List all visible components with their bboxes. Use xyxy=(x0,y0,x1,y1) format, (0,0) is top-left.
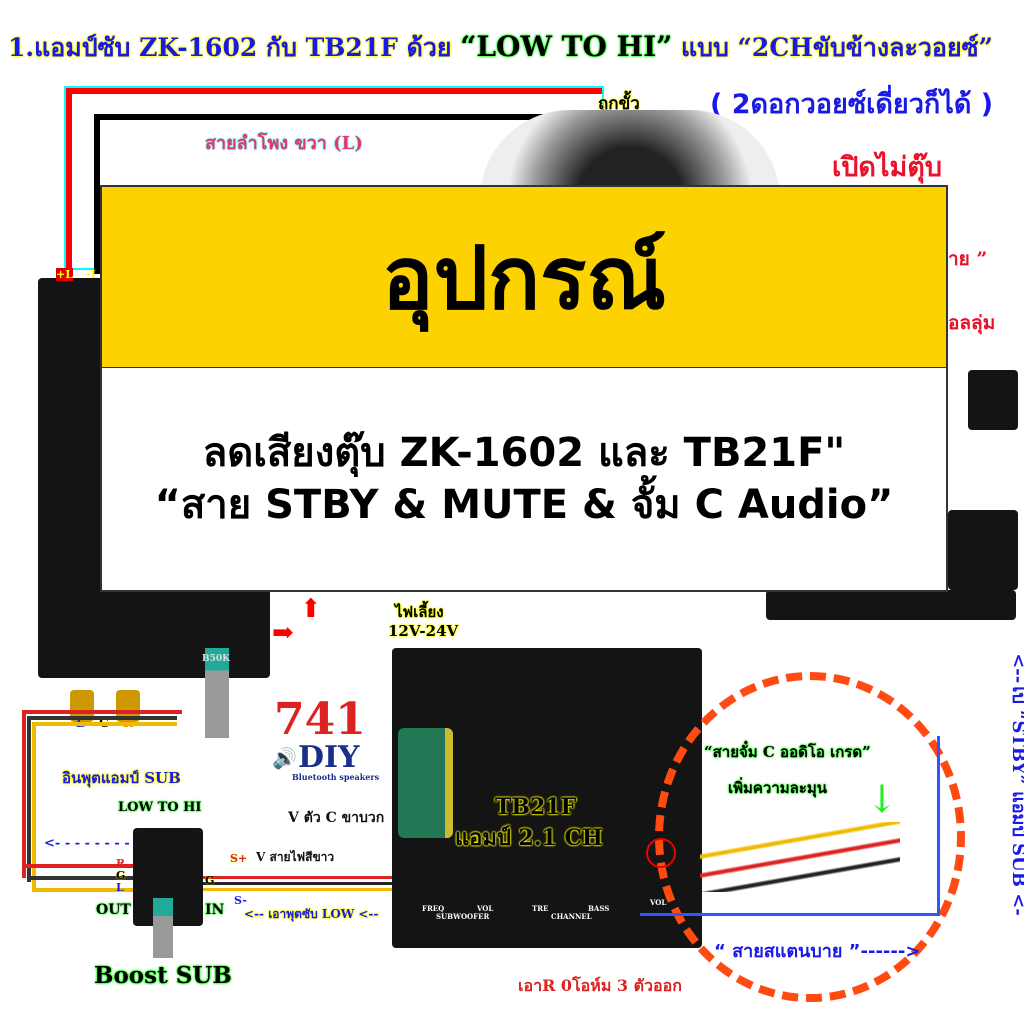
b50k-label: B50K xyxy=(202,654,230,664)
g-wire xyxy=(27,876,134,880)
port-freq: FREQ xyxy=(422,904,445,913)
r-wire xyxy=(22,864,134,868)
input-wire-yellow xyxy=(32,722,177,890)
s-plus-wire xyxy=(203,876,393,879)
sub-input-label: อินพุตแอมป์ SUB xyxy=(62,769,181,787)
overlay-title-box: อุปกรณ์ xyxy=(100,185,948,369)
sub-low-out-label: <-- เอาพุตซับ LOW <-- xyxy=(244,907,379,921)
partial-label-2: อลลุ่ม xyxy=(948,312,996,334)
resistor-circle xyxy=(646,838,676,868)
cap-cable-title: “สายจั๋ม C ออดิโอ เกรด” xyxy=(704,743,871,761)
partial-label-1: าย ” xyxy=(948,248,988,270)
bulk-capacitor xyxy=(398,728,453,838)
overlay-line-2: “สาย STBY & MUTE & จั้ม C Audio” xyxy=(154,482,894,528)
resistor-note: เอาR 0โอห์ม 3 ตัวออก xyxy=(518,976,682,995)
white-wire-label: V สายไฟสีขาว xyxy=(256,850,335,864)
cap-cable-image xyxy=(700,822,900,892)
tb21f-desc: แอมป์ 2.1 CH xyxy=(455,825,603,851)
standby-label: “ สายสแตนบาย ”------> xyxy=(714,941,921,962)
arrow-up-icon: ⬆ xyxy=(300,594,322,624)
title-highlight: “LOW TO HI” xyxy=(460,30,673,63)
power-voltage: 12V-24V xyxy=(388,622,459,640)
g-out-wire xyxy=(203,882,393,885)
zk1602-board-right xyxy=(766,590,1016,620)
speaker-wire-black xyxy=(94,114,560,274)
volume-knob[interactable] xyxy=(205,648,229,738)
cap-cable-subtitle: เพิ่มความละมุน xyxy=(728,779,828,797)
low-to-hi-label: LOW TO HI xyxy=(118,800,202,815)
port-bass: BASS xyxy=(588,904,610,913)
logo-tagline: Bluetooth speakers xyxy=(292,772,380,782)
booster-knob[interactable] xyxy=(153,898,173,958)
port-vol-2: VOL xyxy=(650,898,667,907)
overlay-subtitle-box: ลดเสียงตุ๊บ ZK-1602 และ TB21F" “สาย STBY… xyxy=(100,368,948,592)
header-subtitle: ( 2ดอกวอยซ์เดี่ยวก็ได้ ) xyxy=(710,89,994,120)
plus-l-label: +L xyxy=(56,268,73,281)
speaker-wire-label: สายลำโพง ขวา (L) xyxy=(205,133,363,154)
port-channel: CHANNEL xyxy=(551,912,592,921)
port-tre: TRE xyxy=(532,904,549,913)
speaker-wire-red xyxy=(64,86,604,270)
s-plus-label: S+ xyxy=(230,852,248,865)
header-title: 1.แอมป์ซับ ZK-1602 กับ TB21F ด้วย “LOW T… xyxy=(8,28,993,68)
out-label: OUT xyxy=(96,902,131,918)
no-pop-label: เปิดไม่ตุ๊บ xyxy=(832,152,942,183)
speaker-logo-icon: 🔊 xyxy=(272,746,297,770)
cap-plus-label: V ตัว C ขาบวก xyxy=(288,810,385,826)
pin-g: G xyxy=(116,869,126,882)
port-sub-label: SUBWOOFER xyxy=(436,912,490,921)
arrow-right-icon: ➡ xyxy=(272,618,294,648)
title-part1: 1.แอมป์ซับ ZK-1602 กับ TB21F ด้วย xyxy=(8,33,452,62)
s-minus-wire xyxy=(203,888,393,891)
dashed-arrow-left: <- - - - - - - - - xyxy=(44,836,140,851)
l-wire xyxy=(32,888,134,892)
port-vol: VOL xyxy=(477,904,494,913)
g-label: G xyxy=(205,874,215,887)
overlay-line-1: ลดเสียงตุ๊บ ZK-1602 และ TB21F" xyxy=(202,430,846,476)
title-part2: แบบ “2CHขับข้างละวอยซ์” xyxy=(681,33,993,62)
input-wire-black xyxy=(27,716,177,882)
sub-volume-board xyxy=(968,370,1018,430)
minus-l-label: -L xyxy=(86,268,99,281)
dip-switch-board xyxy=(948,510,1018,590)
pin-l: L xyxy=(116,881,124,894)
tb21f-name: TB21F xyxy=(495,794,577,820)
logo-brand: DIY xyxy=(298,740,360,775)
arrow-down-icon: ↓ xyxy=(866,777,898,821)
in-label: IN xyxy=(205,902,225,918)
power-label: ไฟเลี้ยง xyxy=(395,603,444,621)
standby-vertical-label: <--ไป “STBY” แอมป์ SUB <- xyxy=(1007,653,1024,916)
polarity-label: ถูกขั้ว xyxy=(598,94,640,114)
logo-number: 741 xyxy=(274,694,366,745)
dashed-circle xyxy=(655,672,965,1002)
input-wire-red xyxy=(22,710,182,878)
overlay-title: อุปกรณ์ xyxy=(381,228,667,329)
standby-wire xyxy=(640,736,940,916)
s-minus-label: S- xyxy=(234,894,247,907)
boost-sub-title: Boost SUB xyxy=(94,962,232,989)
pin-r: R xyxy=(116,857,126,870)
